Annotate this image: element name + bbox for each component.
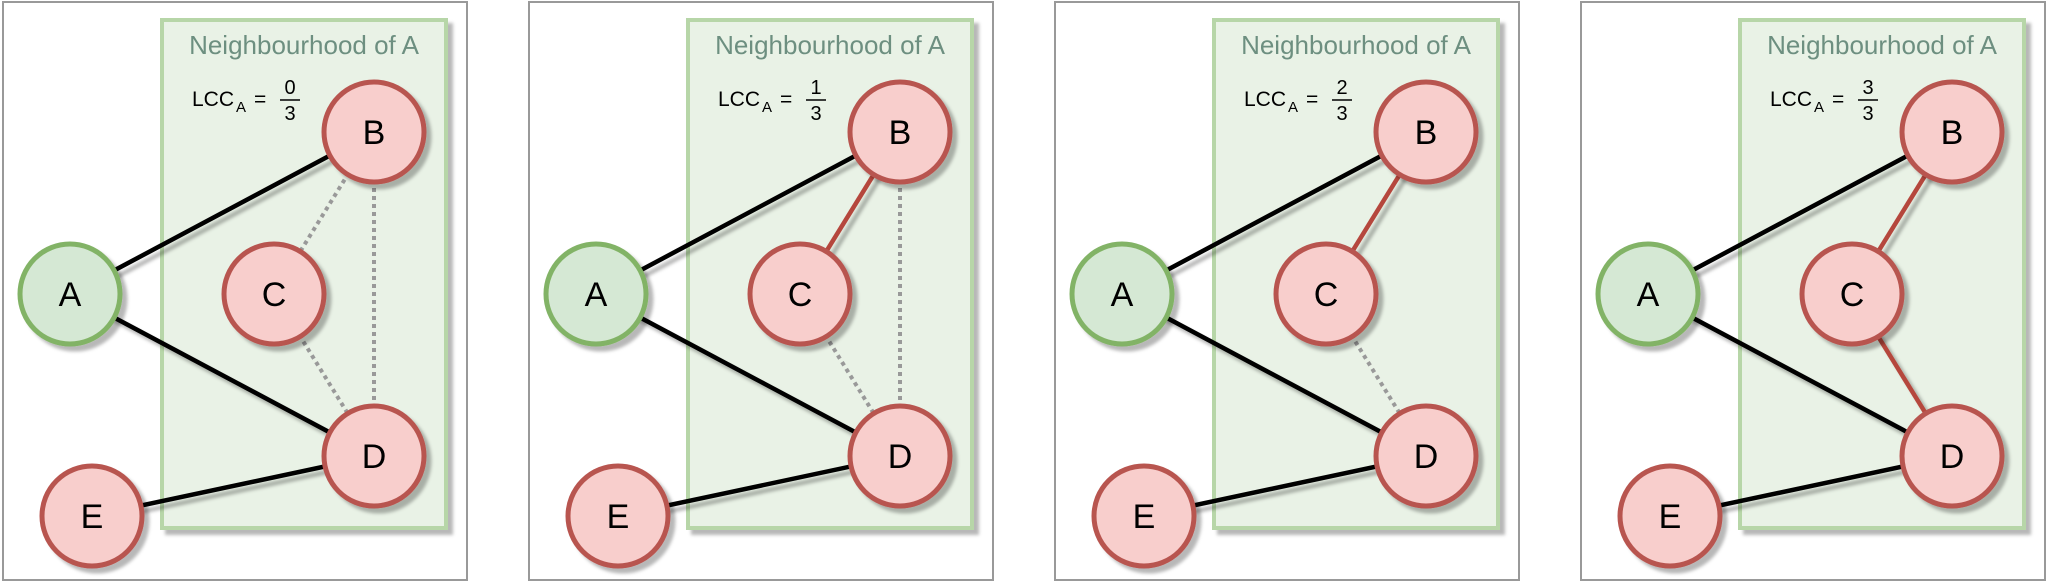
node-b: B — [847, 79, 953, 185]
lcc-label: LCC — [718, 88, 760, 111]
node-a-label: A — [1111, 276, 1134, 314]
lcc-numerator: 2 — [1336, 77, 1347, 99]
node-e-circle — [39, 463, 145, 569]
lcc-subscript: A — [762, 99, 772, 116]
node-e: E — [565, 463, 671, 569]
lcc-equals: = — [1832, 88, 1844, 111]
node-d: D — [1899, 403, 2005, 509]
lcc-denominator: 3 — [810, 103, 821, 125]
lcc-label: LCC — [1244, 88, 1286, 111]
node-d: D — [1373, 403, 1479, 509]
node-d-label: D — [362, 438, 387, 476]
node-e-label: E — [1133, 498, 1156, 536]
node-e-circle — [1091, 463, 1197, 569]
neighbourhood-title: Neighbourhood of A — [189, 30, 420, 60]
lcc-subscript: A — [236, 99, 246, 116]
node-c-circle — [1799, 241, 1905, 347]
neighbourhood-title: Neighbourhood of A — [1241, 30, 1472, 60]
node-c-label: C — [262, 276, 287, 314]
edge-a-b — [68, 130, 376, 296]
lcc-denominator: 3 — [1336, 103, 1347, 125]
node-d-label: D — [888, 438, 913, 476]
lcc-subscript: A — [1288, 99, 1298, 116]
node-d-label: D — [1940, 438, 1965, 476]
lcc-denominator: 3 — [284, 103, 295, 125]
lcc-label: LCC — [1770, 88, 1812, 111]
lcc-subscript: A — [1814, 99, 1824, 116]
lcc-numerator: 3 — [1862, 77, 1873, 99]
neighbourhood-title: Neighbourhood of A — [715, 30, 946, 60]
node-b-circle — [1373, 79, 1479, 185]
node-b-circle — [847, 79, 953, 185]
node-e: E — [39, 463, 145, 569]
lcc-equals: = — [254, 88, 266, 111]
edge-a-d — [1646, 292, 1954, 458]
edge-a-d — [68, 292, 376, 458]
node-c-circle — [1273, 241, 1379, 347]
lcc-numerator: 1 — [810, 77, 821, 99]
node-a-circle — [1069, 241, 1175, 347]
node-a: A — [543, 241, 649, 347]
node-c-circle — [747, 241, 853, 347]
lcc-label: LCC — [192, 88, 234, 111]
node-c-label: C — [1314, 276, 1339, 314]
node-c-label: C — [788, 276, 813, 314]
edge-a-b — [1646, 130, 1954, 296]
node-a-label: A — [585, 276, 608, 314]
node-c: C — [1273, 241, 1379, 347]
node-a-circle — [543, 241, 649, 347]
node-d-label: D — [1414, 438, 1439, 476]
node-a-label: A — [59, 276, 82, 314]
node-e: E — [1091, 463, 1197, 569]
node-a: A — [1595, 241, 1701, 347]
node-b-circle — [321, 79, 427, 185]
node-e-label: E — [607, 498, 630, 536]
node-e-circle — [1617, 463, 1723, 569]
node-b: B — [1373, 79, 1479, 185]
node-c-label: C — [1840, 276, 1865, 314]
node-a-label: A — [1637, 276, 1660, 314]
node-b-label: B — [1941, 114, 1964, 152]
node-a: A — [17, 241, 123, 347]
node-a: A — [1069, 241, 1175, 347]
edge-a-b — [1120, 130, 1428, 296]
node-e: E — [1617, 463, 1723, 569]
node-e-circle — [565, 463, 671, 569]
node-b: B — [321, 79, 427, 185]
node-c: C — [1799, 241, 1905, 347]
node-d-circle — [847, 403, 953, 509]
node-c-circle — [221, 241, 327, 347]
node-e-label: E — [81, 498, 104, 536]
node-c: C — [747, 241, 853, 347]
edge-a-d — [1120, 292, 1428, 458]
node-b-circle — [1899, 79, 2005, 185]
node-e-label: E — [1659, 498, 1682, 536]
edge-a-b — [594, 130, 902, 296]
node-b: B — [1899, 79, 2005, 185]
node-d-circle — [1373, 403, 1479, 509]
node-b-label: B — [363, 114, 386, 152]
lcc-denominator: 3 — [1862, 103, 1873, 125]
node-a-circle — [17, 241, 123, 347]
edge-a-d — [594, 292, 902, 458]
node-d: D — [321, 403, 427, 509]
lcc-numerator: 0 — [284, 77, 295, 99]
node-b-label: B — [889, 114, 912, 152]
node-c: C — [221, 241, 327, 347]
node-d-circle — [321, 403, 427, 509]
lcc-equals: = — [780, 88, 792, 111]
lcc-equals: = — [1306, 88, 1318, 111]
node-d-circle — [1899, 403, 2005, 509]
neighbourhood-title: Neighbourhood of A — [1767, 30, 1998, 60]
node-b-label: B — [1415, 114, 1438, 152]
node-d: D — [847, 403, 953, 509]
node-a-circle — [1595, 241, 1701, 347]
